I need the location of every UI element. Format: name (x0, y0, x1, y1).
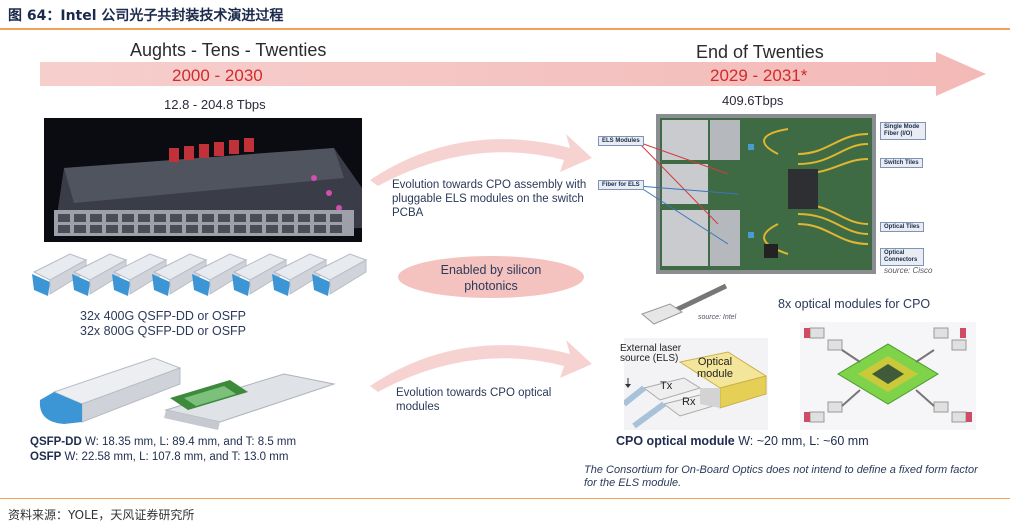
curved-arrows (370, 134, 592, 392)
rx-label: Rx (682, 396, 696, 408)
osfp-dims: W: 22.58 mm, L: 107.8 mm, and T: 13.0 mm (61, 451, 289, 463)
qsfp-osfp-modules (39, 357, 336, 430)
optical-modules-title: 8x optical modules for CPO (778, 297, 931, 311)
eight-modules-image (800, 322, 976, 430)
modules-line-2: 32x 800G QSFP-DD or OSFP (80, 324, 247, 338)
silicon-photonics-oval: Enabled by silicon photonics (398, 256, 584, 298)
optical-module-label: Optical module (696, 356, 734, 380)
evolution-text-2: Evolution towards CPO optical modules (396, 387, 552, 413)
intel-module-photo (641, 283, 728, 325)
left-years: 2000 - 2030 (172, 66, 263, 85)
figure-title: 图 64：Intel 公司光子共封装技术演进过程 (8, 8, 284, 24)
osfp-name: OSFP (30, 451, 62, 463)
right-era: End of Twenties (696, 42, 824, 62)
label-single-mode-fiber: Single Mode Fiber (I/O) (880, 122, 926, 140)
tx-label: Tx (660, 380, 673, 392)
osfp-spec: OSFP W: 22.58 mm, L: 107.8 mm, and T: 13… (30, 451, 288, 463)
timeline-arrow (40, 52, 986, 96)
top-rule (0, 28, 1010, 30)
left-bandwidth: 12.8 - 204.8 Tbps (164, 97, 266, 112)
transceiver-row (32, 253, 367, 297)
cpo-board-photo (637, 114, 876, 274)
modules-line-1: 32x 400G QSFP-DD or OSFP (80, 309, 247, 323)
cpo-name: CPO optical module (616, 434, 735, 448)
cpo-dims: W: ~20 mm, L: ~60 mm (734, 434, 869, 448)
left-era: Aughts - Tens - Twenties (130, 40, 327, 60)
source-intel: source: Intel (698, 314, 737, 321)
consortium-note: The Consortium for On-Board Optics does … (584, 464, 978, 489)
switch-photo (44, 118, 362, 242)
enabled-text: Enabled by silicon photonics (440, 263, 542, 293)
cpo-module-diagram (624, 338, 768, 430)
qsfp-name: QSFP-DD (30, 436, 82, 448)
label-optical-connectors: Optical Connectors (880, 248, 924, 266)
label-optical-tiles: Optical Tiles (880, 222, 924, 232)
footer-source: 资料来源：YOLE，天风证券研究所 (8, 508, 195, 522)
label-fiber-for-els: Fiber for ELS (598, 180, 644, 190)
source-cisco: source: Cisco (884, 266, 933, 275)
bottom-rule (0, 498, 1010, 499)
label-els-modules: ELS Modules (598, 136, 644, 146)
qsfp-spec: QSFP-DD W: 18.35 mm, L: 89.4 mm, and T: … (30, 436, 296, 448)
external-laser-label: External laser source (ELS) (620, 343, 682, 364)
cpo-module-spec: CPO optical module W: ~20 mm, L: ~60 mm (616, 434, 869, 448)
qsfp-dims: W: 18.35 mm, L: 89.4 mm, and T: 8.5 mm (81, 436, 297, 448)
right-years: 2029 - 2031* (710, 66, 808, 85)
right-bandwidth: 409.6Tbps (722, 93, 784, 108)
label-switch-tiles: Switch Tiles (880, 158, 923, 168)
evolution-text-1: Evolution towards CPO assembly with plug… (392, 179, 587, 219)
